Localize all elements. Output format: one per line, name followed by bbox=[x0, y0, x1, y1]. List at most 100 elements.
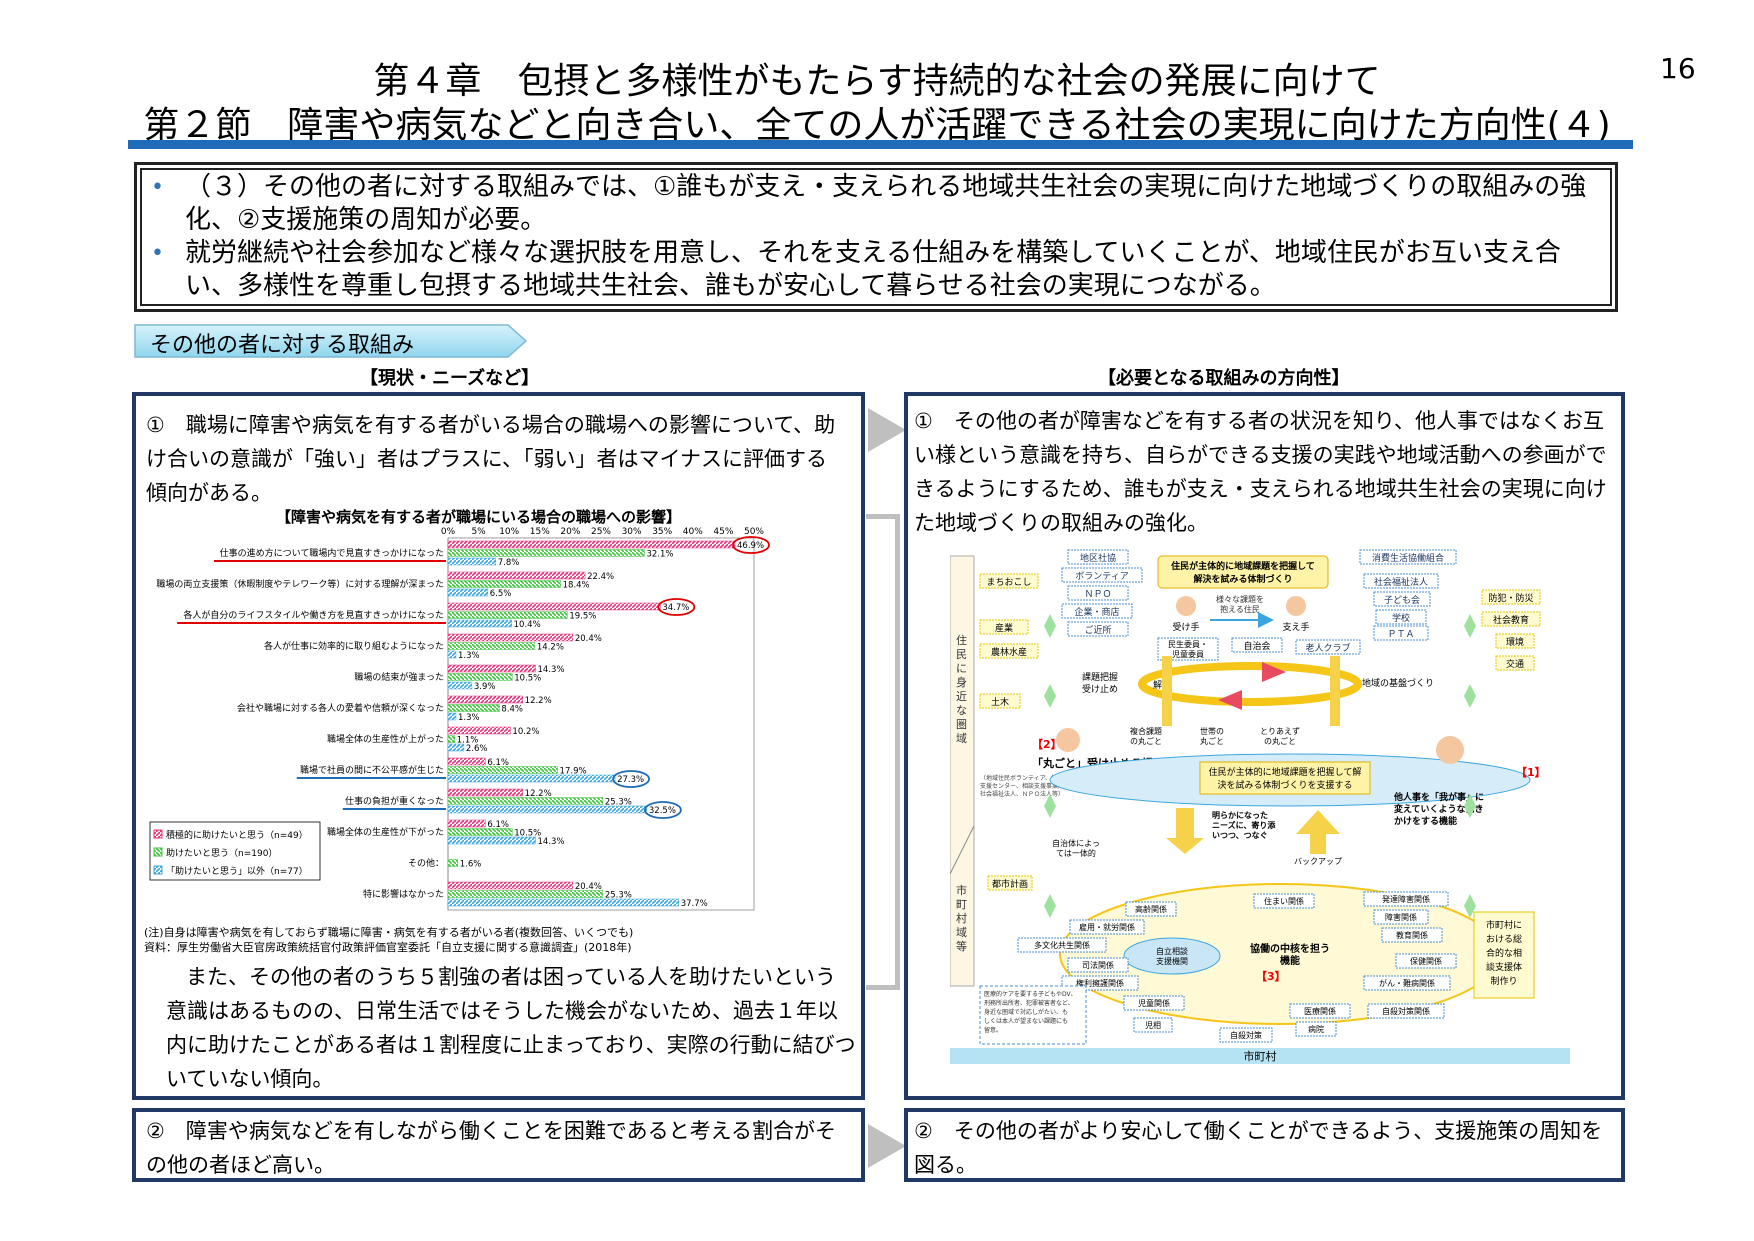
bar bbox=[447, 580, 561, 588]
data-label: 25.3% bbox=[605, 891, 632, 901]
chapter-title: 第４章 包摂と多様性がもたらす持続的な社会の発展に向けて bbox=[373, 61, 1381, 102]
summary-item: • （３）その他の者に対する取組みでは、①誰もが支え・支えられる地域共生社会の実… bbox=[151, 171, 1601, 237]
data-label: 10.5% bbox=[514, 674, 541, 684]
svg-text:保健関係: 保健関係 bbox=[1410, 956, 1442, 966]
svg-text:受け止め: 受け止め bbox=[1082, 683, 1118, 695]
svg-text:ＮＰＯ: ＮＰＯ bbox=[1084, 590, 1111, 600]
data-label: 32.5% bbox=[649, 806, 676, 816]
bar bbox=[447, 673, 513, 681]
svg-text:住民が主体的に地域課題を把握して解: 住民が主体的に地域課題を把握して解 bbox=[1209, 766, 1362, 778]
svg-text:【1】: 【1】 bbox=[1516, 766, 1546, 779]
right-column-heading: 【必要となる取組みの方向性】 bbox=[1098, 368, 1350, 389]
category-label: 職場全体の生産性が下がった bbox=[327, 826, 444, 838]
arrow-right-icon bbox=[868, 1124, 906, 1168]
data-label: 1.6% bbox=[460, 860, 482, 870]
direction-panel: ① その他の者が障害などを有する者の状況を知り、他人事ではなくお互い様という意識… bbox=[904, 392, 1625, 1100]
data-label: 2.6% bbox=[466, 744, 488, 754]
svg-text:雇用・就労関係: 雇用・就労関係 bbox=[1079, 922, 1135, 932]
svg-text:農林水産: 農林水産 bbox=[991, 646, 1027, 658]
left-column-heading: 【現状・ニーズなど】 bbox=[360, 368, 540, 389]
svg-text:自治会: 自治会 bbox=[1243, 640, 1270, 652]
section-tab bbox=[134, 324, 528, 358]
svg-text:権利擁護関係: 権利擁護関係 bbox=[1076, 978, 1124, 988]
svg-text:解決を試みる体制づくり: 解決を試みる体制づくり bbox=[1193, 573, 1292, 585]
summary-text: （３）その他の者に対する取組みでは、①誰もが支え・支えられる地域共生社会の実現に… bbox=[185, 172, 1587, 235]
bullet-icon: • bbox=[151, 175, 164, 200]
svg-text:の丸ごと: の丸ごと bbox=[1130, 736, 1162, 746]
panel-text: ② その他の者がより安心して働くことができるよう、支援施策の周知を図る。 bbox=[914, 1119, 1603, 1177]
data-label: 1.1% bbox=[457, 736, 479, 746]
svg-text:支え手: 支え手 bbox=[1282, 621, 1309, 633]
data-label: 19.5% bbox=[569, 612, 596, 622]
data-label: 46.9% bbox=[737, 541, 764, 551]
svg-text:多文化共生関係: 多文化共生関係 bbox=[1034, 940, 1090, 950]
data-label: 6.5% bbox=[490, 589, 512, 599]
page-number: 16 bbox=[1660, 52, 1696, 85]
svg-text:社会福祉法人、ＮＰＯ法人等）: 社会福祉法人、ＮＰＯ法人等） bbox=[980, 790, 1064, 798]
svg-text:明らかになった: 明らかになった bbox=[1212, 810, 1268, 820]
svg-text:病院: 病院 bbox=[1308, 1024, 1324, 1034]
bar bbox=[447, 898, 679, 907]
data-label: 32.1% bbox=[646, 550, 673, 560]
x-tick-label: 10% bbox=[499, 527, 519, 537]
svg-text:自治体によっ: 自治体によっ bbox=[1052, 838, 1100, 848]
bar bbox=[447, 712, 457, 721]
data-label: 10.2% bbox=[512, 727, 539, 737]
svg-text:企業・商店: 企業・商店 bbox=[1074, 606, 1119, 618]
legend-label: 積極的に助けたいと思う（n=49） bbox=[166, 829, 308, 841]
svg-text:児相: 児相 bbox=[1145, 1020, 1161, 1030]
summary-text: 就労継続や社会参加など様々な選択肢を用意し、それを支える仕組みを構築していくこと… bbox=[185, 238, 1561, 301]
svg-text:決を試みる体制づくりを支援する: 決を試みる体制づくりを支援する bbox=[1217, 779, 1352, 791]
svg-text:社会福祉法人: 社会福祉法人 bbox=[1374, 576, 1428, 588]
bar bbox=[447, 571, 586, 580]
bar bbox=[447, 619, 512, 628]
summary-box: • （３）その他の者に対する取組みでは、①誰もが支え・支えられる地域共生社会の実… bbox=[134, 162, 1618, 312]
data-label: 14.3% bbox=[538, 837, 565, 847]
svg-text:【3】: 【3】 bbox=[1256, 970, 1286, 983]
bar bbox=[447, 588, 489, 597]
chart-legend bbox=[149, 821, 321, 881]
svg-text:ては一体的: ては一体的 bbox=[1056, 848, 1096, 858]
svg-text:まちおこし: まちおこし bbox=[986, 577, 1031, 588]
svg-text:民生委員・: 民生委員・ bbox=[1168, 639, 1208, 649]
data-label: 20.4% bbox=[575, 634, 602, 644]
bar bbox=[447, 819, 486, 828]
title-rule bbox=[128, 140, 1633, 149]
bar bbox=[447, 805, 648, 814]
category-label: 会社や職場に対する各人の愛着や信頼が深くなった bbox=[237, 702, 444, 714]
svg-text:ＰＴＡ: ＰＴＡ bbox=[1387, 630, 1414, 640]
svg-text:課題把握: 課題把握 bbox=[1082, 671, 1118, 683]
svg-text:支援機関: 支援機関 bbox=[1156, 956, 1188, 966]
svg-text:高齢関係: 高齢関係 bbox=[1135, 904, 1167, 914]
city-bar: 市町村 bbox=[1244, 1049, 1277, 1063]
top-banner: 住民が主体的に地域課題を把握して bbox=[1171, 560, 1315, 572]
bar bbox=[447, 557, 496, 566]
highlight-circle bbox=[644, 801, 682, 819]
svg-text:がん・難病関係: がん・難病関係 bbox=[1379, 978, 1435, 988]
bar bbox=[447, 611, 568, 619]
svg-text:丸ごと: 丸ごと bbox=[1200, 736, 1224, 746]
svg-text:かけをする機能: かけをする機能 bbox=[1394, 815, 1457, 827]
svg-text:子ども会: 子ども会 bbox=[1384, 594, 1420, 606]
svg-text:都市計画: 都市計画 bbox=[992, 878, 1028, 890]
svg-text:教育関係: 教育関係 bbox=[1396, 930, 1428, 940]
bar bbox=[447, 890, 604, 898]
svg-text:ニーズに、寄り添: ニーズに、寄り添 bbox=[1212, 820, 1276, 830]
category-label: 各人が自分のライフスタイルや働き方を見直すきっかけになった bbox=[183, 609, 444, 621]
svg-text:学校: 学校 bbox=[1392, 612, 1410, 624]
data-label: 14.3% bbox=[538, 665, 565, 675]
svg-text:環境: 環境 bbox=[1506, 636, 1524, 648]
data-label: 10.5% bbox=[514, 829, 541, 839]
difficulty-panel: ② 障害や病気などを有しながら働くことを困難であると考える割合がその他の者ほど高… bbox=[132, 1108, 865, 1182]
svg-text:【2】: 【2】 bbox=[1032, 738, 1062, 751]
svg-text:受け手: 受け手 bbox=[1172, 621, 1199, 633]
category-label: 職場全体の生産性が上がった bbox=[327, 733, 444, 745]
data-label: 18.4% bbox=[563, 581, 590, 591]
x-tick-label: 5% bbox=[471, 527, 486, 537]
bar bbox=[447, 695, 523, 704]
svg-text:ボランティア: ボランティア bbox=[1075, 571, 1128, 582]
arrow-right-icon bbox=[868, 408, 906, 452]
bracket-connector bbox=[866, 514, 900, 990]
svg-text:とりあえず: とりあえず bbox=[1260, 726, 1300, 736]
svg-text:老人クラブ: 老人クラブ bbox=[1305, 642, 1350, 654]
